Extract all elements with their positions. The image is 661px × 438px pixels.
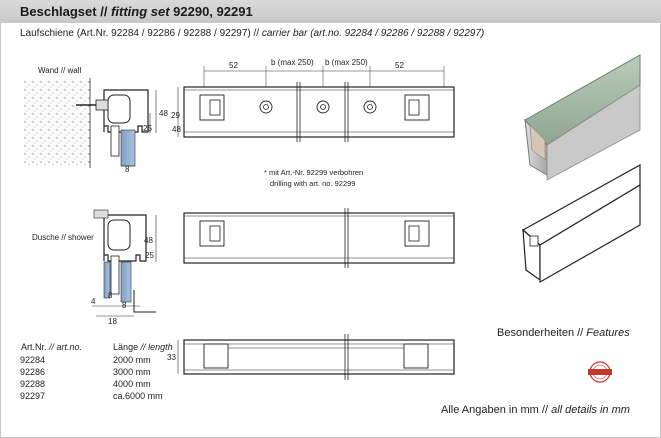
page-title: Beschlagset // fitting set 92290, 92291 (20, 4, 253, 19)
title-sep: // (96, 4, 112, 19)
front-view-top: 52 b (max 250) b (max 250) 52 29 48 * mi… (171, 58, 455, 188)
dim-52-left: 52 (229, 61, 238, 70)
dim-25-wall: 25 (143, 124, 152, 133)
dim-25-shower: 25 (145, 251, 154, 260)
dim-b1: b (max 250) (271, 58, 314, 67)
shower-label: Dusche // shower (32, 233, 94, 242)
subtitle-sep: // (250, 28, 262, 39)
premium-stamp (588, 361, 612, 383)
note-line-2: drilling with art. no. 92299 (270, 179, 355, 188)
header-art: Art.Nr. // art.no. (21, 342, 83, 352)
dim-48-shower: 48 (144, 236, 153, 245)
dim-8b-shower: 8 (122, 301, 127, 310)
subtitle-de: Laufschiene (Art.Nr. 92284 / 92286 / 922… (20, 28, 251, 39)
dim-48-wall: 48 (159, 109, 168, 118)
subtitle-en: carrier bar (art.no. 92284 / 92286 / 922… (261, 28, 485, 39)
units-note: Alle Angaben in mm // all details in mm (441, 404, 630, 416)
dim-48-top: 48 (172, 125, 181, 134)
title-italic: fitting set (111, 4, 170, 19)
rail-render-color (524, 54, 641, 181)
dim-8-wall: 8 (125, 165, 130, 174)
front-view-middle (183, 208, 455, 268)
header-length: Länge // length (113, 342, 173, 352)
glass-panel-shower-a (103, 261, 111, 299)
dim-29: 29 (171, 111, 180, 120)
title-main: Beschlagset (20, 4, 97, 19)
dim-8a-shower: 8 (108, 291, 113, 300)
bottom-view: 33 (167, 334, 455, 380)
glass-panel-shower-b (120, 261, 132, 303)
dim-4-shower: 4 (91, 297, 96, 306)
features-heading: Besonderheiten // Features (497, 327, 630, 339)
title-numbers: 92290, 92291 (169, 4, 253, 19)
table-header: Art.Nr. // art.no. Länge // length (20, 340, 174, 354)
rail-render-lineart (521, 163, 641, 284)
wall-label: Wand // wall (38, 66, 81, 75)
glass-panel-wall (120, 129, 136, 167)
note-line-1: * mit Art.-Nr. 92299 verbohren (264, 168, 363, 177)
dim-18-shower: 18 (108, 317, 117, 326)
title-bar: Beschlagset // fitting set 92290, 92291 (0, 0, 661, 23)
page-subtitle: Laufschiene (Art.Nr. 92284 / 92286 / 922… (20, 28, 484, 39)
article-table: Art.Nr. // art.no. Länge // length 92284… (20, 340, 174, 402)
dim-b2: b (max 250) (325, 58, 368, 67)
dim-52-right: 52 (395, 61, 404, 70)
dim-33: 33 (167, 353, 176, 362)
wall-section: Wand // wall 48 25 8 (24, 66, 168, 174)
shower-section: Dusche // shower 48 25 4 8 8 18 (32, 209, 157, 326)
wall-hatch (24, 80, 90, 166)
